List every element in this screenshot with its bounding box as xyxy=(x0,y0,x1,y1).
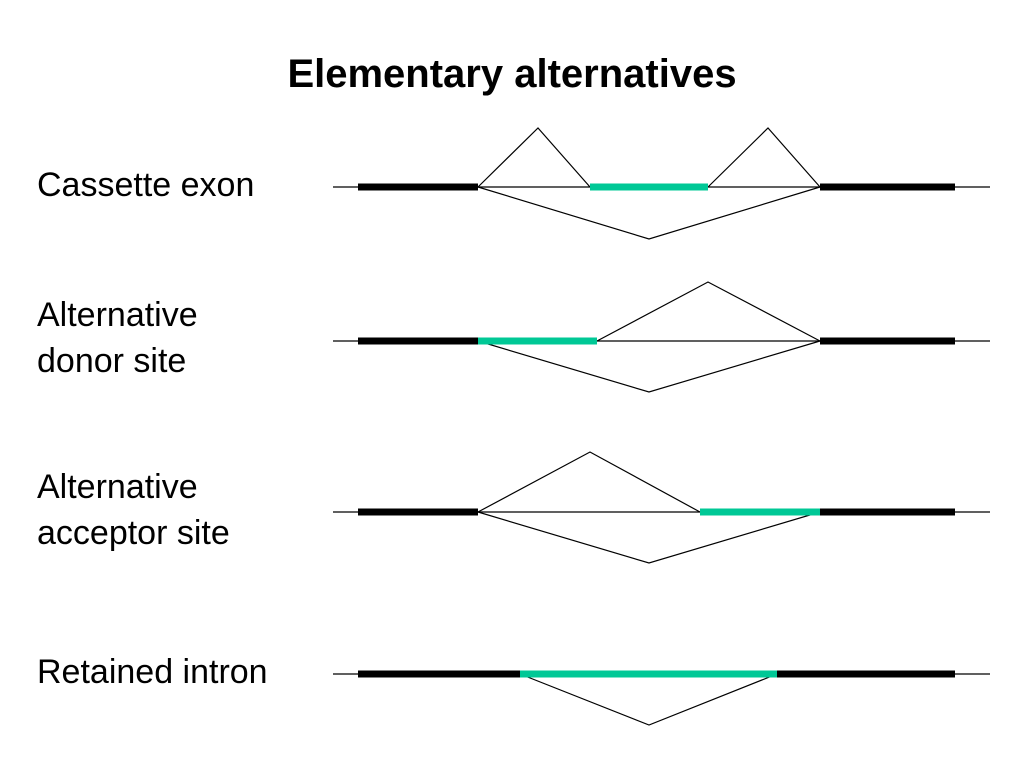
splice-junction-upper-right xyxy=(707,127,821,188)
row-label-text: Alternative acceptor site xyxy=(37,468,230,552)
row-label-retained-intron: Retained intron xyxy=(37,649,268,695)
row-label-alternative-donor-site: Alternative donor site xyxy=(37,292,237,384)
splice-junction-lower xyxy=(519,673,778,726)
retained-intron-diagram xyxy=(333,670,990,726)
splice-junction-upper xyxy=(477,451,701,513)
alternative-acceptor-site-diagram xyxy=(333,451,990,564)
splice-junction-upper-left xyxy=(477,127,591,188)
page-title: Elementary alternatives xyxy=(287,52,737,96)
row-label-text: Alternative donor site xyxy=(37,296,198,380)
row-label-cassette-exon: Cassette exon xyxy=(37,162,254,208)
splice-junction-upper xyxy=(596,281,821,342)
cassette-exon-diagram xyxy=(333,127,990,240)
row-label-alternative-acceptor-site: Alternative acceptor site xyxy=(37,464,277,556)
alternative-donor-site-diagram xyxy=(333,281,990,393)
splice-junction-lower xyxy=(477,340,821,393)
splice-junction-lower xyxy=(477,511,821,564)
row-label-text: Cassette exon xyxy=(37,166,255,204)
splice-junction-skip xyxy=(477,186,821,240)
row-label-text: Retained intron xyxy=(37,653,268,691)
